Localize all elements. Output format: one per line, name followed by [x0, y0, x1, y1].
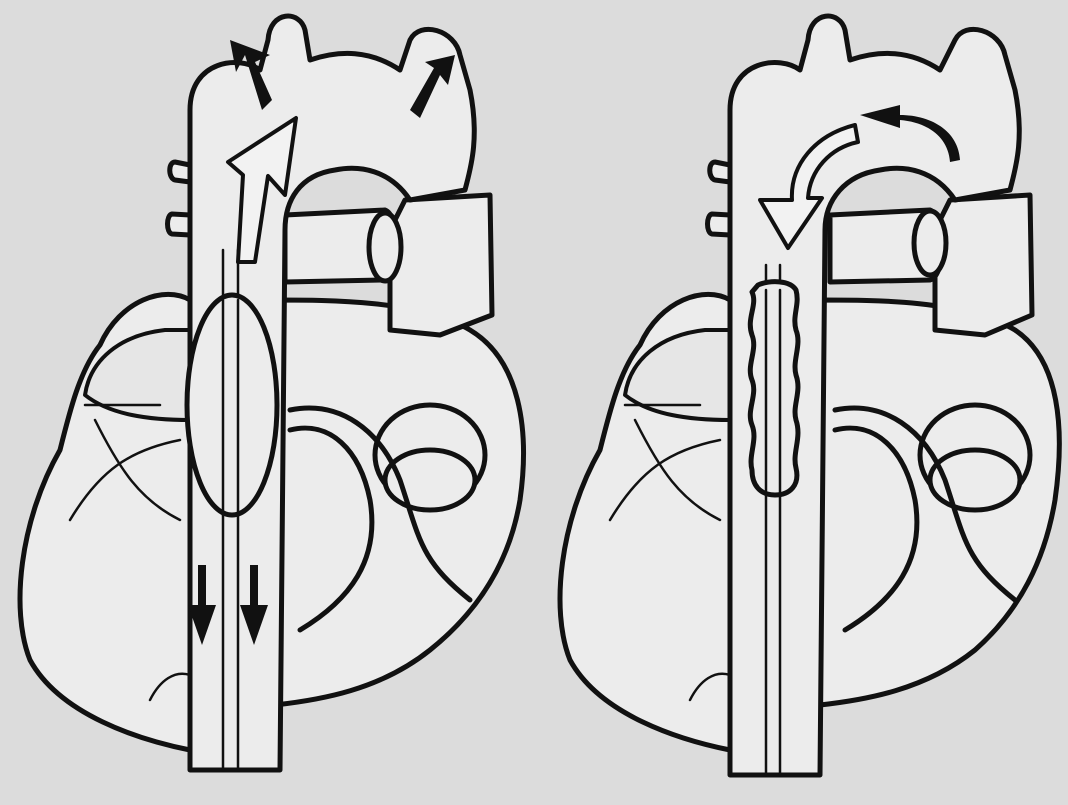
- pulmonary-artery-lumen-right: [914, 211, 946, 275]
- panel-inflation: [20, 16, 523, 770]
- panel-deflation: [560, 16, 1059, 775]
- pulmonary-trunk-right: [935, 195, 1032, 335]
- side-branch-left: [168, 162, 191, 235]
- heart-right-side-right: [820, 300, 1059, 705]
- balloon-inflated: [187, 295, 277, 515]
- pulmonary-trunk-left: [390, 195, 492, 335]
- pulmonary-artery-lumen-left: [369, 213, 401, 281]
- balloon-deflated: [750, 282, 798, 495]
- side-branch-right: [708, 162, 731, 235]
